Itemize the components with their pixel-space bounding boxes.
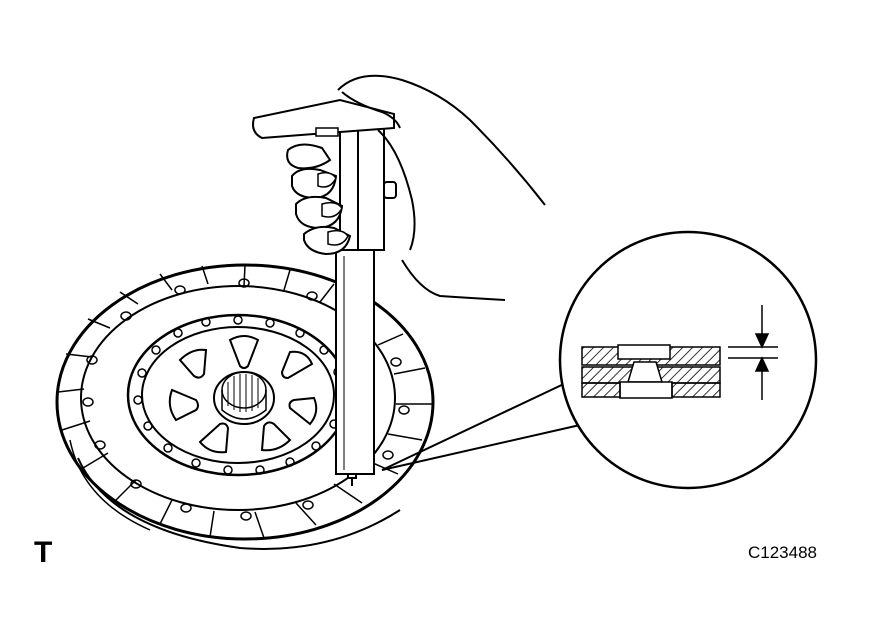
corner-mark-label: T bbox=[34, 536, 53, 569]
facing-rivets bbox=[82, 278, 410, 521]
clutch-disc bbox=[55, 263, 435, 550]
facing-grooves bbox=[57, 264, 432, 539]
depth-dimension-arrows bbox=[728, 305, 778, 400]
figure-id-label: C123488 bbox=[748, 543, 818, 562]
rivet-section-detail bbox=[581, 344, 721, 399]
hand bbox=[286, 74, 546, 301]
vernier-caliper bbox=[252, 98, 397, 486]
splined-hub bbox=[213, 371, 275, 425]
spring-windows bbox=[168, 335, 318, 454]
